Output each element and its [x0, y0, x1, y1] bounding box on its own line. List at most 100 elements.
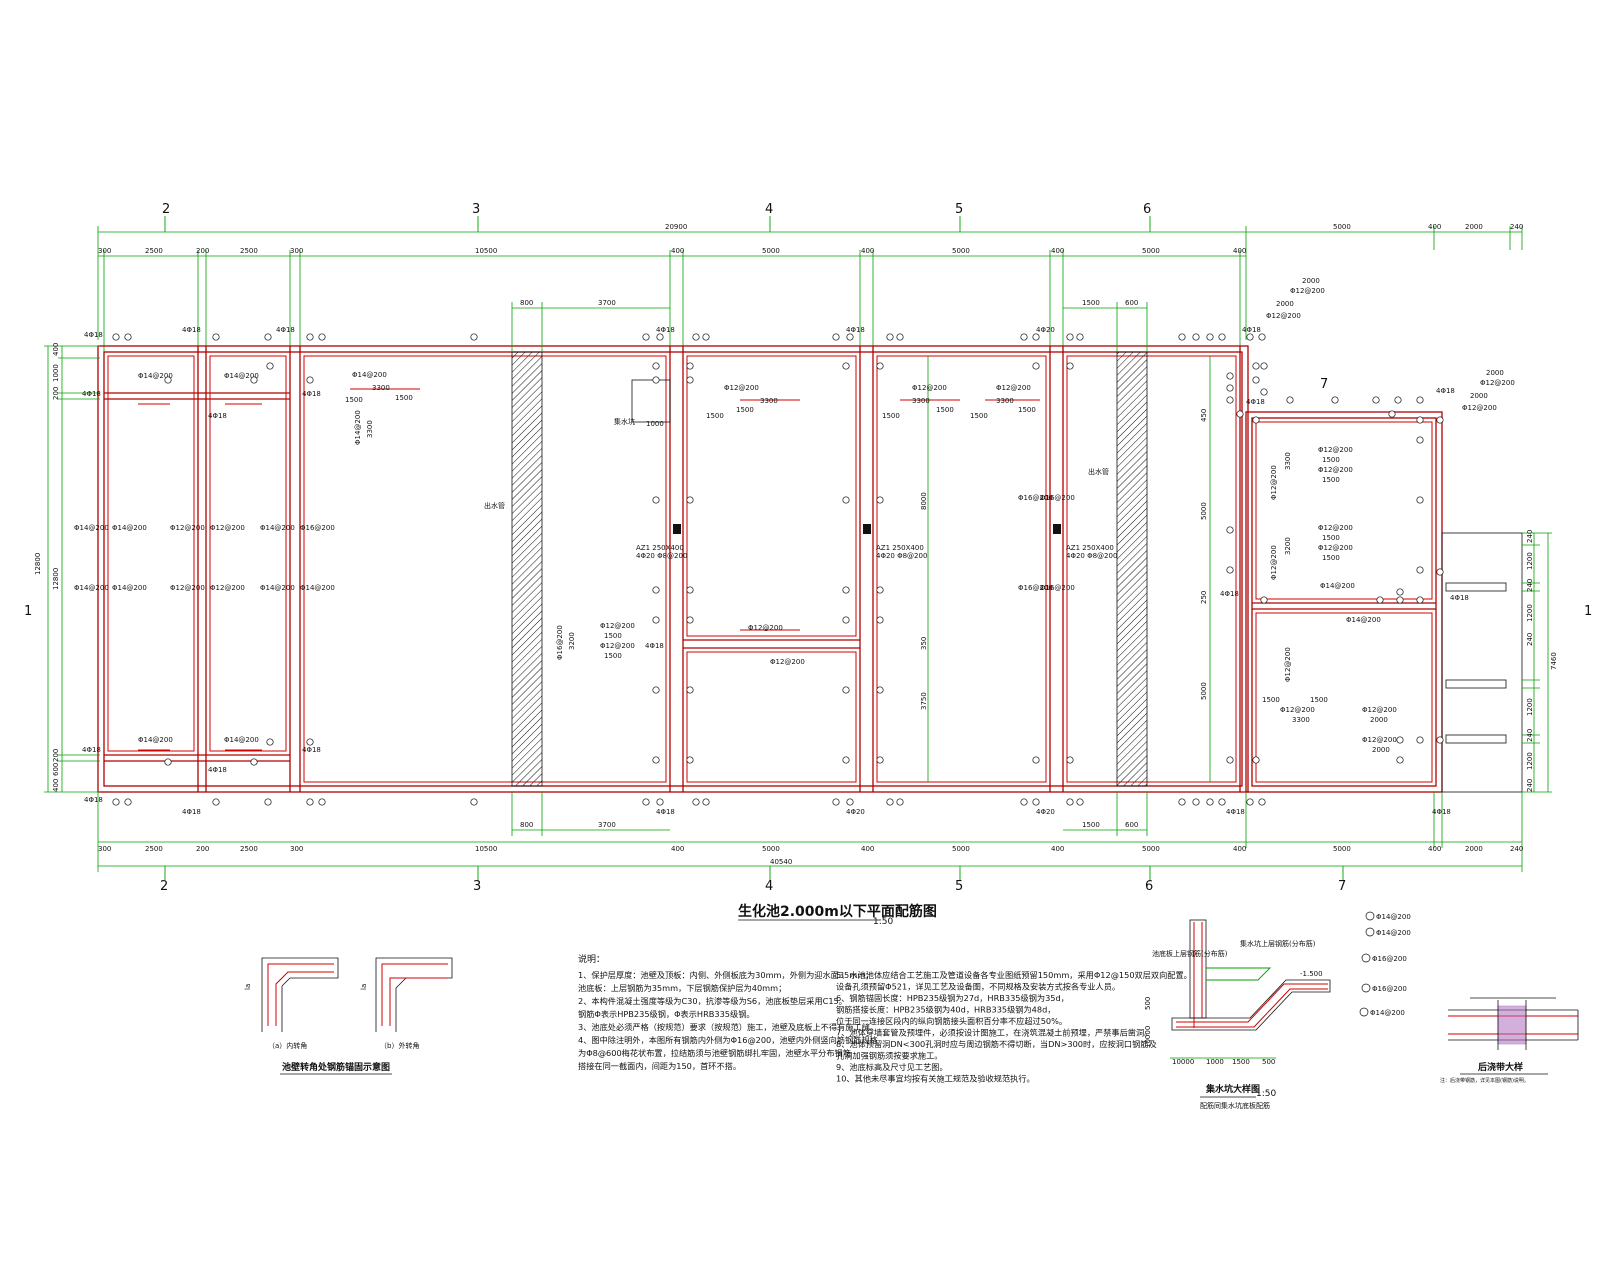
svg-text:240: 240: [1526, 729, 1534, 742]
dims-right: 7460 240 1200 240 1200 240 1200 240 1200…: [1522, 530, 1558, 793]
note-line: 8、池体预留洞DN<300孔洞时应与周边钢筋不得切断，当DN>300时，应按洞口…: [836, 1039, 1157, 1049]
svg-text:4Φ18: 4Φ18: [84, 796, 103, 804]
svg-text:1500: 1500: [1322, 476, 1340, 484]
svg-text:400: 400: [1428, 845, 1441, 853]
svg-text:400: 400: [861, 845, 874, 853]
rebar-tag: [1260, 362, 1268, 370]
rebar-tag: [1076, 798, 1084, 806]
rebar-tag: [212, 798, 220, 806]
rebar-tag: [1246, 798, 1254, 806]
svg-text:400: 400: [52, 779, 60, 792]
baffle-wall-right: [1116, 351, 1148, 787]
rebar-tag: [1416, 736, 1424, 744]
svg-text:240: 240: [1510, 845, 1523, 853]
svg-text:500: 500: [1262, 1058, 1275, 1066]
svg-text:4Φ18: 4Φ18: [302, 746, 321, 754]
svg-text:5000: 5000: [1200, 502, 1208, 520]
svg-text:AZ1 250X400: AZ1 250X400: [1066, 544, 1114, 552]
right-pool-walls: [1245, 411, 1443, 793]
svg-text:2500: 2500: [240, 845, 258, 853]
svg-text:250: 250: [1200, 591, 1208, 604]
svg-text:3750: 3750: [920, 692, 928, 710]
pool-walls: [97, 345, 1249, 793]
rebar-tag-markers: [112, 333, 1444, 806]
right-height-text: 7460: [1550, 652, 1558, 670]
svg-text:Φ12@200: Φ12@200: [170, 584, 205, 592]
rebar-tag: [652, 376, 660, 384]
svg-text:Φ12@200: Φ12@200: [210, 584, 245, 592]
rebar-tag: [642, 333, 650, 341]
svg-text:5000: 5000: [952, 247, 970, 255]
rebar-tag: [1372, 396, 1380, 404]
note-line: 孔洞加强钢筋须按要求施工。: [836, 1051, 942, 1061]
rebar-tag: [652, 756, 660, 764]
rebar-tag: [842, 616, 850, 624]
svg-text:1500: 1500: [1018, 406, 1036, 414]
rebar-tag: [1416, 416, 1424, 424]
rebar-tag: [306, 333, 314, 341]
rebar-tag: [886, 798, 894, 806]
rebar-tag: [1258, 333, 1266, 341]
svg-text:Φ16@200: Φ16@200: [1018, 584, 1053, 592]
note-line: 5、水池池体应结合工艺施工及管道设备各专业图纸预留150mm，采用Φ12@150…: [836, 970, 1192, 980]
note-line: 4、图中除注明外，本图所有钢筋内外侧为Φ16@200，池壁内外侧竖向筋钢筋规格: [578, 1035, 878, 1045]
svg-text:240: 240: [1526, 633, 1534, 646]
pipe-label-right: 出水管: [1088, 467, 1109, 476]
svg-text:Φ12@200: Φ12@200: [1362, 706, 1397, 714]
svg-text:4Φ18: 4Φ18: [656, 808, 675, 816]
segment-dims-top: 300 2500 200 2500 300 10500 400 5000 400…: [98, 247, 1246, 352]
svg-text:4Φ20 Φ8@200: 4Φ20 Φ8@200: [1066, 552, 1117, 560]
rebar-tag: [212, 333, 220, 341]
svg-text:300: 300: [290, 247, 303, 255]
svg-text:Φ12@200: Φ12@200: [1280, 706, 1315, 714]
svg-text:3300: 3300: [1284, 452, 1292, 470]
svg-text:300: 300: [290, 845, 303, 853]
svg-text:4Φ18: 4Φ18: [182, 808, 201, 816]
svg-text:Φ16@200: Φ16@200: [1018, 494, 1053, 502]
svg-text:1500: 1500: [970, 412, 988, 420]
rebar-tag: [1206, 798, 1214, 806]
svg-text:1500: 1500: [1322, 534, 1340, 542]
rebar-tag: [1226, 396, 1234, 404]
svg-text:3200: 3200: [1284, 537, 1292, 555]
rebar-tag: [886, 333, 894, 341]
rebar-tag: [842, 496, 850, 504]
svg-text:Φ16@200: Φ16@200: [300, 524, 335, 532]
note-line: 钢筋搭接长度：HPB235级钢为40d，HRB335级钢为48d，: [836, 1005, 1055, 1015]
svg-text:4Φ18: 4Φ18: [1226, 808, 1245, 816]
svg-text:2000: 2000: [1372, 746, 1390, 754]
svg-text:1200: 1200: [1526, 698, 1534, 716]
column-az1-4: [673, 524, 681, 534]
detail-post-cast-strip: 后浇带大样 注：后浇带钢筋，详见本图(钢筋)说明。: [1440, 997, 1579, 1084]
overall-dim-top: 20900 5000 400 2000 240: [97, 223, 1523, 340]
svg-text:1500: 1500: [1232, 1058, 1250, 1066]
axis-side-right: 1: [1584, 604, 1592, 619]
svg-text:500: 500: [1144, 997, 1152, 1010]
svg-text:3300: 3300: [912, 397, 930, 405]
rebar-tag: [1192, 798, 1200, 806]
overall-bottom-text: 40540: [770, 858, 792, 866]
svg-text:6: 6: [1145, 879, 1153, 894]
rebar-tag: [250, 376, 258, 384]
svg-text:4Φ20 Φ8@200: 4Φ20 Φ8@200: [636, 552, 687, 560]
svg-text:Φ12@200: Φ12@200: [1266, 312, 1301, 320]
svg-text:2: 2: [160, 879, 168, 894]
rebar-tag: [692, 798, 700, 806]
rebar-tag: [652, 496, 660, 504]
svg-text:5000: 5000: [1333, 223, 1351, 231]
note-line: 6、钢筋锚固长度：HPB235级钢为27d，HRB335级钢为35d，: [836, 993, 1069, 1003]
svg-text:1500: 1500: [604, 632, 622, 640]
detail-wall-corner: la la （a）内转角 （b）外转角 池壁转角处钢筋锚固示意图: [244, 957, 453, 1075]
svg-text:Φ12@200: Φ12@200: [1318, 524, 1353, 532]
svg-text:300: 300: [98, 247, 111, 255]
axis-labels-bottom: 2 3 4 5 6 7 7: [160, 377, 1346, 894]
svg-text:4Φ18: 4Φ18: [645, 642, 664, 650]
rebar-tag: [686, 756, 694, 764]
rebar-tag: [652, 686, 660, 694]
svg-text:Φ14@200: Φ14@200: [112, 584, 147, 592]
svg-text:4Φ18: 4Φ18: [1246, 398, 1265, 406]
svg-text:1500: 1500: [1262, 696, 1280, 704]
rebar-tag: [656, 798, 664, 806]
rebar-tag: [1178, 798, 1186, 806]
rebar-tag: [1416, 496, 1424, 504]
